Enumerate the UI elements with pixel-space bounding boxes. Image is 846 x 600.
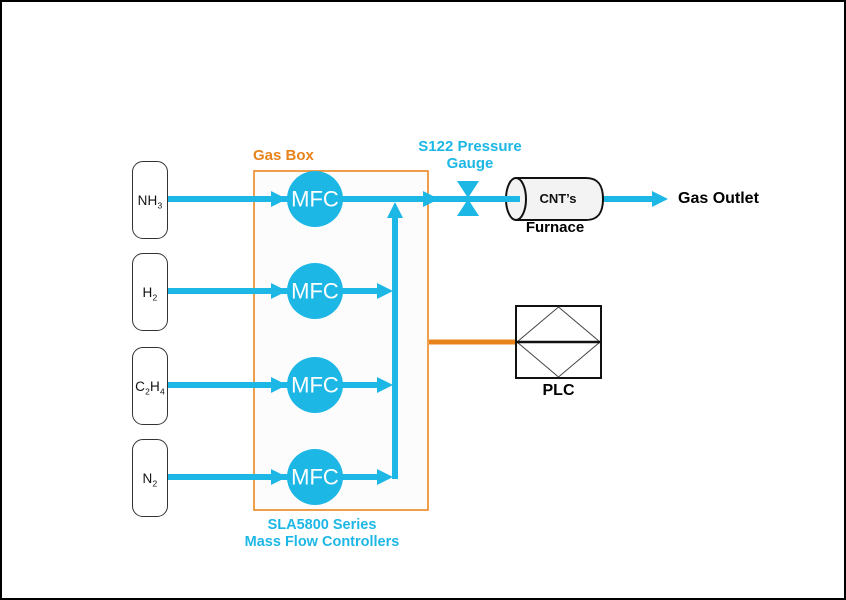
cylinder-label: C2H4: [135, 378, 165, 397]
pressure-gauge-label-line1: S122 Pressure: [418, 138, 522, 155]
arrow-right-icon: [377, 469, 393, 485]
mfc-circle: [287, 171, 343, 227]
mfc-circle: [287, 449, 343, 505]
gas-cylinder-c2h4: C2H4: [132, 347, 168, 425]
furnace-body: [515, 177, 605, 221]
arrow-right-icon: [652, 191, 668, 207]
valve-bottom-triangle: [457, 199, 479, 216]
mfc-group: MFC MFC MFC MFC: [287, 171, 343, 505]
gas-cylinder-nh3: NH3: [132, 161, 168, 239]
gas-box-caption: SLA5800 Series Mass Flow Controllers: [221, 517, 423, 551]
arrow-right-icon: [377, 283, 393, 299]
pressure-gauge-label-line2: Gauge: [446, 155, 494, 172]
mfc-label: MFC: [291, 187, 339, 212]
cylinder-label: H2: [142, 284, 158, 303]
gas-box-label: Gas Box: [253, 147, 314, 164]
furnace-label: Furnace: [525, 219, 585, 236]
mfc-circle: [287, 357, 343, 413]
furnace-tube-label: CNT’s: [539, 191, 577, 206]
mfc-label: MFC: [291, 465, 339, 490]
gas-box-caption-line1: SLA5800 Series: [267, 517, 377, 533]
arrow-right-icon: [271, 377, 287, 393]
arrow-right-icon: [423, 191, 439, 207]
gas-cylinder-n2: N2: [132, 439, 168, 517]
plc-diamond: [516, 306, 601, 378]
pressure-gauge-valve-icon: [457, 181, 479, 216]
arrow-right-icon: [271, 191, 287, 207]
furnace-tube: [504, 177, 605, 221]
arrowheads: [271, 191, 668, 485]
cylinder-label: NH3: [137, 192, 163, 211]
cylinder-label: N2: [142, 470, 158, 489]
gas-box-caption-line2: Mass Flow Controllers: [244, 534, 400, 550]
plc-block: [515, 305, 602, 379]
arrow-right-icon: [271, 283, 287, 299]
mfc-label: MFC: [291, 279, 339, 304]
gas-box-outline: [253, 170, 429, 511]
arrow-right-icon: [271, 469, 287, 485]
pressure-gauge-label: S122 Pressure Gauge: [405, 138, 535, 172]
valve-top-triangle: [457, 181, 479, 198]
mfc-circle: [287, 263, 343, 319]
gas-cylinder-h2: H2: [132, 253, 168, 331]
arrow-up-icon: [387, 202, 403, 218]
plc-label: PLC: [542, 382, 575, 399]
mfc-label: MFC: [291, 373, 339, 398]
gas-outlet-label: Gas Outlet: [678, 190, 759, 207]
arrow-right-icon: [377, 377, 393, 393]
